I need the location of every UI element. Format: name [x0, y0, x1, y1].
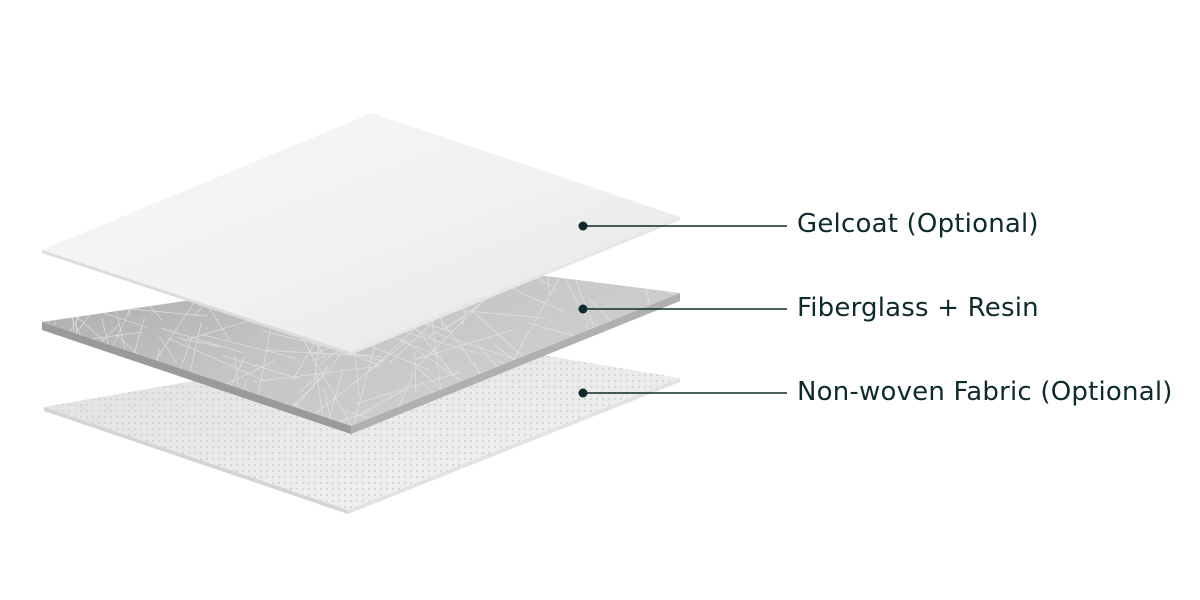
label-gelcoat: Gelcoat (Optional)	[797, 209, 1039, 239]
fiber-strand	[630, 263, 666, 288]
leader-nonwoven	[578, 388, 787, 398]
gelcoat-sheet	[42, 113, 680, 355]
label-nonwoven: Non-woven Fabric (Optional)	[797, 377, 1173, 407]
fiber-strand	[461, 310, 547, 319]
fiber-strand	[642, 273, 660, 357]
fiber-strand	[369, 324, 421, 372]
fiber-strand	[203, 334, 297, 359]
fiber-strand	[158, 336, 178, 364]
fiber-strand	[42, 327, 43, 358]
fiber-strand	[47, 285, 65, 352]
fiber-strand	[42, 289, 80, 315]
fiber-strand	[355, 371, 461, 405]
leader-fiberglass	[578, 304, 787, 314]
fiber-strand	[413, 329, 514, 361]
fiber-strand	[161, 328, 243, 354]
fiber-strand	[652, 413, 678, 426]
fiber-strand	[646, 264, 679, 285]
fiber-strand	[363, 389, 405, 413]
fiber-strand	[299, 365, 330, 393]
fiber-strand	[167, 337, 267, 382]
fiber-strand	[617, 343, 680, 352]
fiber-strand	[222, 355, 299, 379]
fiber-strand	[83, 282, 121, 310]
fiber-strand	[177, 337, 221, 347]
fiber-strand	[254, 365, 380, 383]
fiber-strand	[618, 263, 680, 277]
fiber-strand	[320, 368, 344, 426]
leader-dot-icon	[578, 388, 588, 398]
fiber-strand	[265, 350, 382, 357]
fiber-strand	[306, 338, 411, 421]
leader-dot-icon	[578, 221, 588, 231]
fiber-strand	[363, 372, 415, 426]
fiber-strand	[46, 392, 89, 395]
fiber-strand	[296, 327, 362, 426]
fiber-strand	[528, 322, 580, 338]
label-fiberglass: Fiberglass + Resin	[797, 293, 1039, 323]
fiber-strand	[362, 342, 431, 371]
fiber-strand	[106, 376, 137, 392]
fiber-strand	[589, 349, 636, 364]
fiber-strand	[640, 395, 679, 426]
leader-dot-icon	[578, 304, 588, 314]
leader-gelcoat	[578, 221, 787, 231]
fiber-strand	[189, 322, 202, 375]
